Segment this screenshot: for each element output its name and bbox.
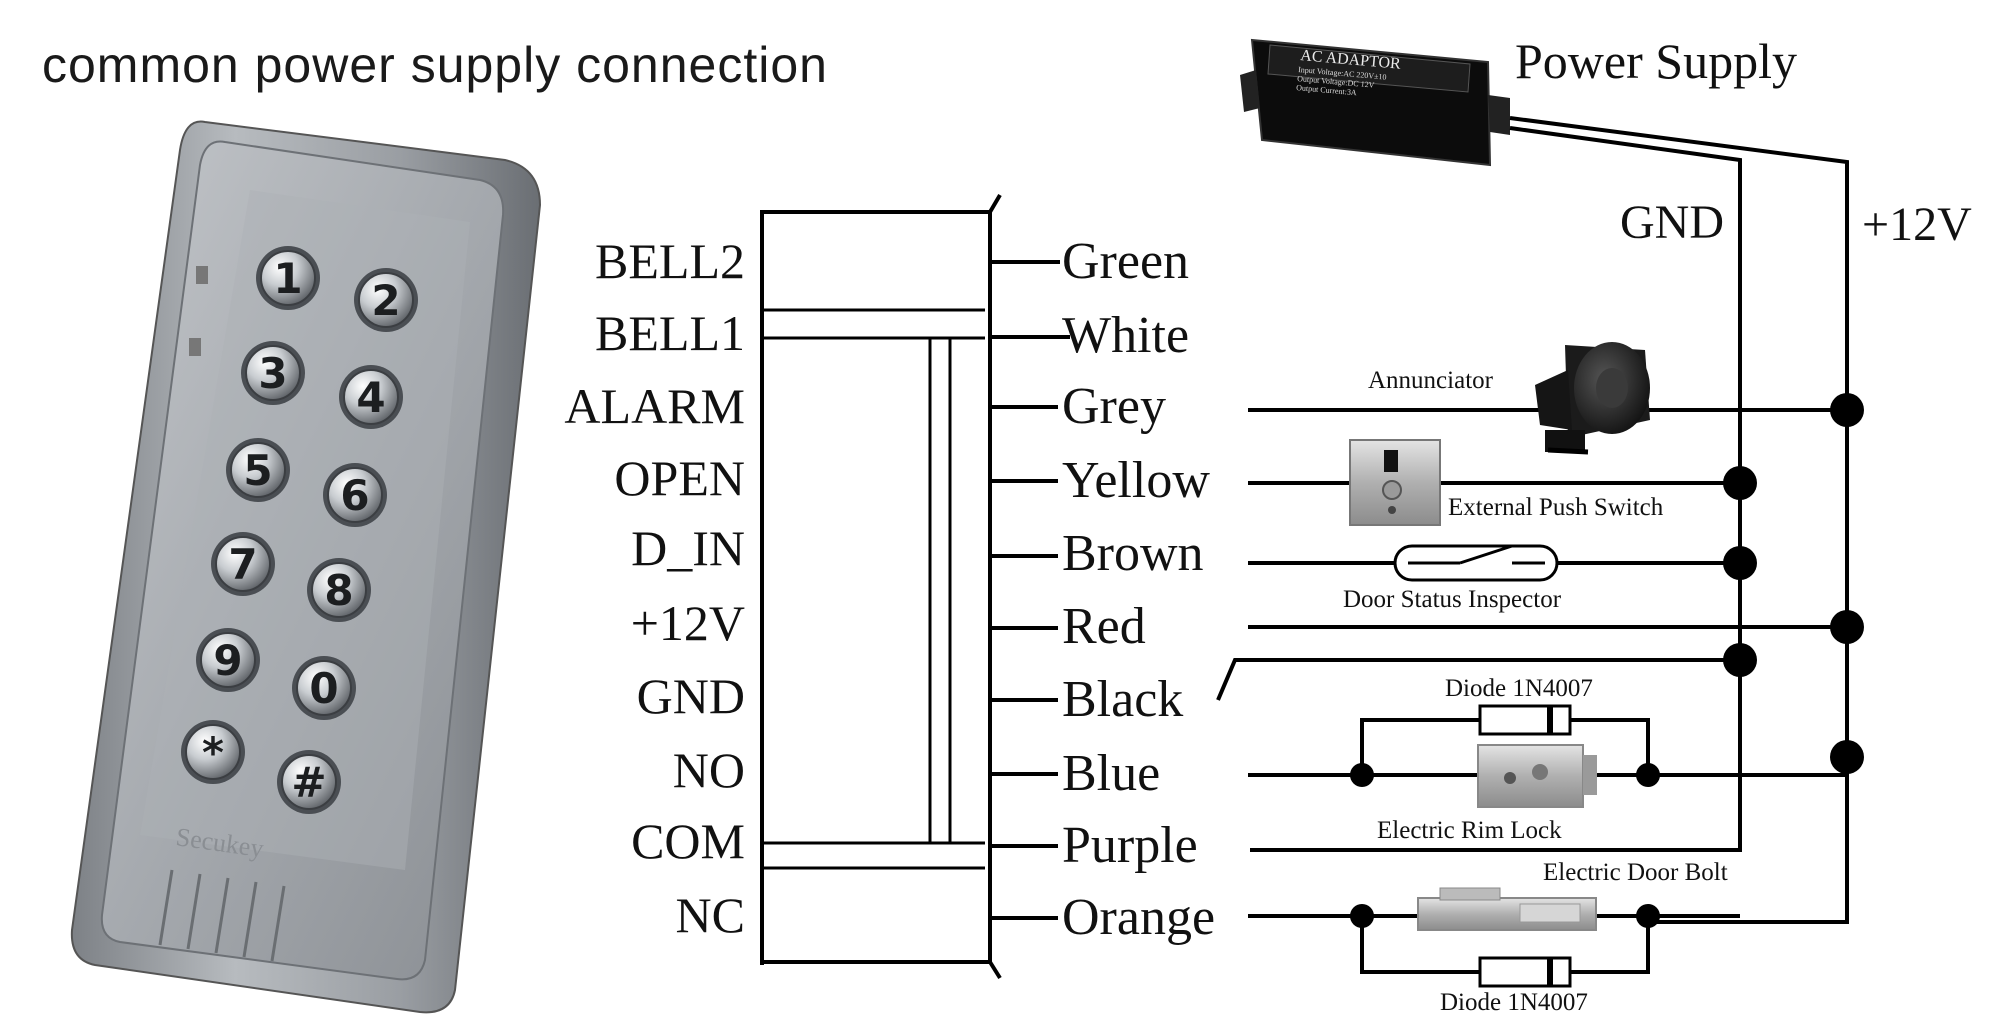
terminal-label: NC bbox=[676, 887, 745, 943]
wire-label: Blue bbox=[1062, 745, 1160, 802]
keypad-key: 3 bbox=[241, 341, 305, 405]
wire-label: Green bbox=[1062, 233, 1189, 290]
wire-label: Brown bbox=[1062, 525, 1204, 582]
gnd-rail-label: GND bbox=[1620, 196, 1724, 249]
keypad-key: 9 bbox=[196, 628, 260, 692]
wire-label: Black bbox=[1062, 671, 1183, 728]
wire-label: Grey bbox=[1062, 378, 1166, 435]
keypad-key: 8 bbox=[307, 558, 371, 622]
diode-top-icon bbox=[1478, 704, 1572, 736]
rim-lock-icon bbox=[1477, 744, 1597, 808]
wire-label: Yellow bbox=[1062, 452, 1210, 509]
keypad-key-label: # bbox=[291, 758, 326, 807]
terminal-block bbox=[760, 193, 1002, 980]
terminal-label: COM bbox=[631, 813, 745, 869]
annunciator-icon bbox=[1535, 342, 1650, 455]
door-status-sensor-icon bbox=[1393, 544, 1559, 582]
terminal-label: BELL2 bbox=[595, 233, 745, 289]
keypad-key: 4 bbox=[339, 365, 403, 429]
keypad-key-label: 0 bbox=[309, 664, 338, 713]
terminal-label: OPEN bbox=[614, 450, 745, 506]
door-bolt-icon bbox=[1417, 887, 1597, 931]
keypad-key-label: 3 bbox=[258, 349, 287, 398]
wire-label: Orange bbox=[1062, 889, 1215, 946]
keypad-key: 0 bbox=[292, 656, 356, 720]
keypad-key: 5 bbox=[226, 438, 290, 502]
annunciator-label: Annunciator bbox=[1368, 367, 1494, 394]
plus12-rail-label: +12V bbox=[1862, 198, 1972, 251]
terminal-label: D_IN bbox=[631, 520, 745, 576]
keypad-key: 6 bbox=[323, 463, 387, 527]
keypad-key: 2 bbox=[354, 268, 418, 332]
keypad-key-label: 4 bbox=[356, 373, 385, 422]
keypad-key-label: 7 bbox=[228, 540, 257, 589]
terminal-label: ALARM bbox=[564, 378, 745, 434]
terminal-label: NO bbox=[673, 742, 745, 798]
keypad-key-label: 8 bbox=[324, 566, 353, 615]
keypad-key-label: 9 bbox=[213, 636, 242, 685]
terminal-label: GND bbox=[637, 668, 745, 724]
keypad-key: # bbox=[277, 750, 341, 814]
keypad-key: * bbox=[181, 720, 245, 784]
diode-bottom-icon bbox=[1478, 956, 1572, 988]
keypad-key-label: 6 bbox=[340, 471, 369, 520]
wire-label: Purple bbox=[1062, 817, 1198, 874]
ac-adaptor: AC ADAPTOR Input Voltage:AC 220V±10 Outp… bbox=[1240, 38, 1510, 167]
door-status-label: Door Status Inspector bbox=[1343, 586, 1562, 613]
diode-bottom-label: Diode 1N4007 bbox=[1440, 989, 1588, 1016]
wire-labels: GreenWhiteGreyYellowBrownRedBlackBluePur… bbox=[1062, 233, 1215, 946]
push-switch-icon bbox=[1349, 439, 1441, 526]
push-switch-label: External Push Switch bbox=[1448, 494, 1664, 521]
keypad-key-label: 1 bbox=[273, 254, 302, 303]
door-bolt-label: Electric Door Bolt bbox=[1543, 859, 1728, 886]
keypad-key-label: 5 bbox=[243, 446, 272, 495]
keypad-key-label: * bbox=[202, 728, 224, 777]
terminal-label: +12V bbox=[631, 595, 745, 651]
rim-lock-label: Electric Rim Lock bbox=[1377, 817, 1562, 844]
keypad-key: 1 bbox=[256, 246, 320, 310]
diode-top-label: Diode 1N4007 bbox=[1445, 675, 1593, 702]
junction-dots bbox=[1350, 393, 1864, 928]
keypad-key: 7 bbox=[211, 532, 275, 596]
page-title: common power supply connection bbox=[42, 37, 828, 93]
power-supply-label: Power Supply bbox=[1515, 33, 1797, 89]
wire-label: Red bbox=[1062, 598, 1146, 655]
wire-label: White bbox=[1062, 307, 1189, 364]
keypad-key-label: 2 bbox=[371, 276, 400, 325]
terminal-label: BELL1 bbox=[595, 305, 745, 361]
